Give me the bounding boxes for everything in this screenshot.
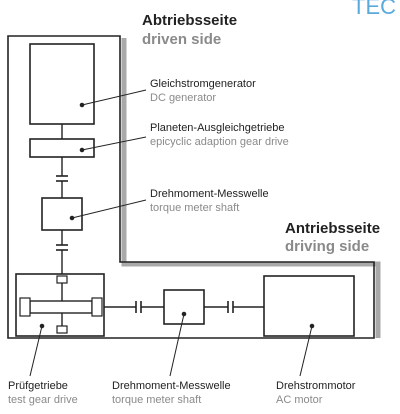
- torque-shaft-bottom-box: [163, 289, 205, 325]
- leader-line: [169, 313, 185, 377]
- driven-side-title-en: driven side: [142, 31, 222, 48]
- epicyclic-gear-box: [29, 138, 95, 158]
- torque-shaft-top-label-de: Drehmoment-Messwelle: [150, 188, 269, 200]
- gear-shaft: [29, 300, 93, 314]
- bearing-icon: [19, 297, 31, 317]
- leader-line: [71, 199, 147, 219]
- test-bench-outline: [7, 35, 375, 339]
- leader-dot: [39, 323, 45, 329]
- company-logo: TEC: [352, 0, 396, 19]
- test-gear-label-en: test gear drive: [8, 394, 78, 406]
- torque-shaft-top-box: [41, 197, 83, 231]
- bearing-icon: [91, 297, 103, 317]
- ac-motor-box: [263, 275, 355, 337]
- leader-line: [299, 325, 313, 377]
- torque-shaft-bottom-label-de: Drehmoment-Messwelle: [112, 380, 231, 392]
- leader-line: [29, 325, 43, 377]
- ac-motor-label-de: Drehstrommotor: [276, 380, 356, 392]
- bearing-icon: [56, 325, 68, 334]
- leader-dot: [69, 215, 75, 221]
- leader-dot: [181, 311, 187, 317]
- leader-dot: [79, 147, 85, 153]
- outline-shadow: [121, 38, 381, 338]
- dc-generator-label-de: Gleichstromgenerator: [150, 78, 256, 90]
- driving-side-title-en: driving side: [285, 238, 370, 255]
- torque-shaft-bottom-label-en: torque meter shaft: [112, 394, 202, 406]
- epicyclic-gear-label-de: Planeten-Ausgleichgetriebe: [150, 122, 285, 134]
- torque-shaft-top-label-en: torque meter shaft: [150, 202, 240, 214]
- bearing-icon: [56, 275, 68, 284]
- leader-dot: [79, 102, 85, 108]
- leader-line: [81, 89, 147, 106]
- leader-line: [81, 136, 147, 151]
- epicyclic-gear-label-en: epicyclic adaption gear drive: [150, 136, 289, 148]
- dc-generator-box: [29, 43, 95, 125]
- test-gear-label-de: Prüfgetriebe: [8, 380, 68, 392]
- driving-side-title-de: Antriebsseite: [285, 220, 381, 237]
- leader-dot: [309, 323, 315, 329]
- dc-generator-label-en: DC generator: [150, 92, 217, 104]
- ac-motor-label-en: AC motor: [276, 394, 323, 406]
- driven-side-title-de: Abtriebsseite: [142, 12, 238, 29]
